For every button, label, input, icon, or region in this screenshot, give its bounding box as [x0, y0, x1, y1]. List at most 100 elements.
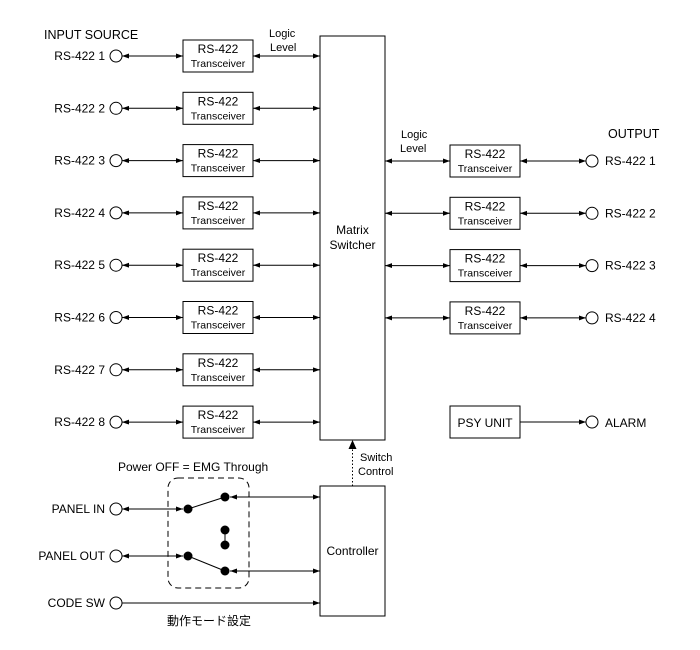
input-transceiver-title-4: RS-422 [198, 199, 239, 213]
input-port-2 [109, 101, 123, 115]
input-transceiver-sub-8: Transceiver [191, 424, 246, 436]
input-transceiver-sub-1: Transceiver [191, 58, 246, 70]
relay-node-bypass-bottom [220, 540, 230, 550]
input-port-4 [109, 206, 123, 220]
input-transceiver-title-1: RS-422 [198, 42, 239, 56]
panel-out-label: PANEL OUT [38, 549, 105, 563]
input-port-8 [109, 415, 123, 429]
input-transceiver-title-6: RS-422 [198, 304, 239, 318]
panel-in-port [109, 502, 123, 516]
output-transceiver-sub-1: Transceiver [458, 163, 513, 175]
code-sw-label: CODE SW [48, 596, 106, 610]
input-transceiver-sub-3: Transceiver [191, 163, 246, 175]
mode-setting-label: 動作モード設定 [167, 613, 251, 628]
input-port-7 [109, 363, 123, 377]
output-transceiver-title-3: RS-422 [465, 252, 506, 266]
input-port-6 [109, 311, 123, 324]
input-transceiver-6 [182, 301, 254, 334]
output-transceiver-title-2: RS-422 [465, 199, 506, 213]
output-transceiver-1 [449, 144, 521, 178]
alarm-port [585, 415, 599, 429]
switch-control-label-2: Control [358, 466, 393, 478]
alarm-label: ALARM [605, 416, 646, 430]
emg-relay-dashed-box [167, 477, 250, 589]
output-label-4: RS-422 4 [605, 311, 656, 325]
relay-arm-lower [187, 555, 226, 572]
input-transceiver-7 [182, 353, 254, 387]
logic-level-label-input-2: Level [270, 42, 296, 54]
controller-label: Controller [326, 544, 378, 558]
output-label-3: RS-422 3 [605, 259, 656, 273]
output-transceiver-3 [449, 249, 521, 283]
input-transceiver-sub-6: Transceiver [191, 320, 246, 332]
output-transceiver-2 [449, 196, 521, 230]
output-port-4 [585, 311, 599, 325]
input-label-4: RS-422 4 [54, 206, 105, 220]
input-transceiver-title-8: RS-422 [198, 408, 239, 422]
logic-level-label-input: Logic [269, 28, 296, 40]
input-label-3: RS-422 3 [54, 154, 105, 168]
input-transceiver-3 [182, 144, 254, 178]
input-transceiver-sub-2: Transceiver [191, 110, 246, 122]
switch-control-label: Switch [360, 452, 392, 464]
input-label-2: RS-422 2 [54, 101, 105, 115]
logic-level-label-output: Logic [401, 129, 428, 141]
power-off-note: Power OFF = EMG Through [118, 460, 268, 474]
psy-unit-label: PSY UNIT [457, 416, 513, 430]
relay-node-lower-contact [220, 566, 230, 576]
matrix-switcher-label-2: Switcher [329, 238, 375, 252]
output-port-1 [585, 154, 599, 168]
matrix-switcher-label: Matrix [336, 223, 369, 237]
input-port-5 [109, 258, 123, 272]
relay-arm-upper [187, 496, 226, 510]
input-transceiver-sub-7: Transceiver [191, 372, 246, 384]
panel-out-port [109, 549, 123, 563]
input-transceiver-title-7: RS-422 [198, 356, 239, 370]
input-label-7: RS-422 7 [54, 363, 105, 377]
output-port-3 [585, 259, 599, 273]
input-transceiver-title-2: RS-422 [198, 94, 239, 108]
output-heading: OUTPUT [608, 127, 660, 141]
input-transceiver-sub-4: Transceiver [191, 215, 246, 227]
input-label-5: RS-422 5 [54, 258, 105, 272]
input-transceiver-title-3: RS-422 [198, 147, 239, 161]
output-transceiver-title-4: RS-422 [465, 304, 506, 318]
logic-level-label-output-2: Level [400, 143, 426, 155]
output-transceiver-title-1: RS-422 [465, 147, 506, 161]
input-port-3 [109, 154, 123, 168]
input-transceiver-title-5: RS-422 [198, 251, 239, 265]
input-port-1 [109, 49, 123, 63]
input-label-8: RS-422 8 [54, 415, 105, 429]
output-port-2 [585, 206, 599, 220]
input-transceiver-8 [182, 405, 254, 439]
input-label-1: RS-422 1 [54, 49, 105, 63]
input-transceiver-4 [182, 196, 254, 230]
input-label-6: RS-422 6 [54, 311, 105, 325]
input-transceiver-sub-5: Transceiver [191, 267, 246, 279]
output-label-2: RS-422 2 [605, 206, 656, 220]
matrix-switcher-box [319, 35, 386, 441]
controller-box [319, 485, 386, 617]
output-label-1: RS-422 1 [605, 154, 656, 168]
output-transceiver-sub-3: Transceiver [458, 268, 513, 280]
panel-in-label: PANEL IN [52, 502, 105, 516]
code-sw-port [109, 596, 123, 610]
psy-unit-box [449, 405, 521, 439]
relay-node-upper-contact [220, 492, 230, 502]
input-transceiver-5 [182, 248, 254, 282]
output-transceiver-sub-2: Transceiver [458, 215, 513, 227]
